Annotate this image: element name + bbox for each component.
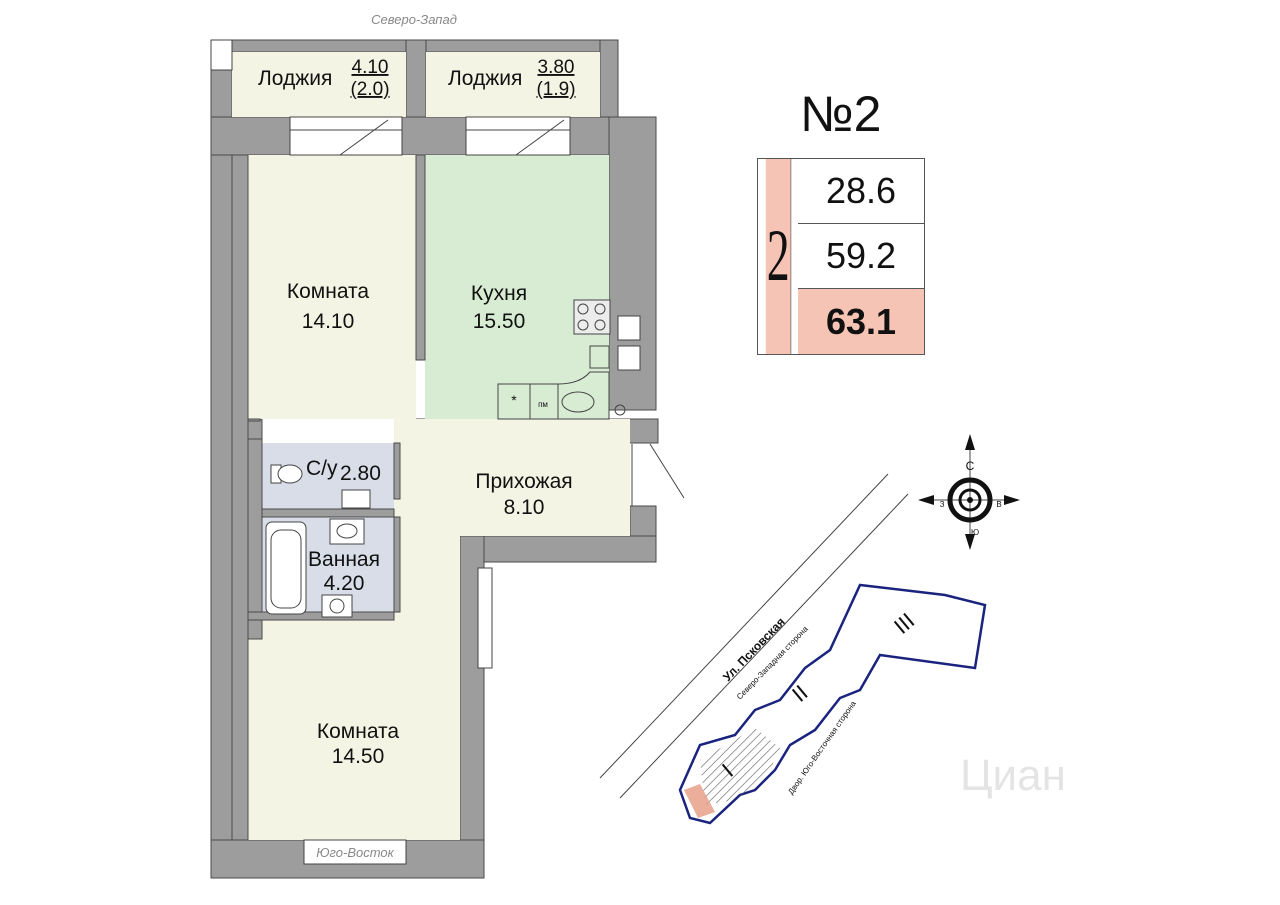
site-street: Ул. Псковская — [720, 615, 788, 684]
fridge-label: * — [511, 392, 517, 408]
total-area: 59.2 — [798, 224, 924, 289]
compass-east: В — [996, 500, 1001, 509]
partitions — [231, 154, 426, 841]
bathroom-name: Ванная — [308, 548, 380, 571]
loggia-right-name: Лоджия — [448, 67, 522, 90]
compass-south: Ю — [971, 528, 979, 537]
hall-area: 8.10 — [504, 496, 545, 519]
kitchen-fixtures — [497, 299, 641, 420]
kitchen-floor — [425, 155, 609, 419]
compass-icon — [918, 434, 1020, 550]
loggia-left-floor — [232, 52, 406, 117]
compass-north: С — [966, 459, 975, 473]
loggia-left-reduced: (2.0) — [350, 79, 389, 100]
windows — [210, 39, 571, 865]
watermark: Циан — [960, 751, 1066, 800]
room-top-floor — [248, 155, 416, 419]
hall-name: Прихожая — [475, 470, 572, 493]
orientation-bottom: Юго-Восток — [316, 845, 394, 860]
kitchen-area: 15.50 — [473, 310, 526, 333]
bathroom-area: 4.20 — [324, 572, 365, 595]
room-count: 2 — [765, 159, 792, 354]
dishwasher-label: пм — [538, 400, 548, 409]
room-floors — [232, 52, 630, 840]
room-top-area: 14.10 — [302, 310, 355, 333]
kitchen-name: Кухня — [471, 282, 527, 305]
living-area: 28.6 — [798, 159, 924, 224]
hall-floor — [394, 419, 630, 536]
total-area-with-loggias: 63.1 — [798, 289, 924, 354]
loggia-right-area: 3.80 — [538, 57, 575, 78]
wc-name: С/у — [306, 457, 338, 480]
entry-door — [631, 443, 685, 506]
orientation-top: Северо-Запад — [371, 12, 457, 27]
loggia-right-floor — [426, 52, 600, 117]
apartment-number: №2 — [800, 86, 882, 142]
room-bottom-floor — [248, 620, 460, 840]
area-table: 2 28.6 59.2 63.1 — [757, 158, 925, 355]
loggia-right-reduced: (1.9) — [536, 79, 575, 100]
compass-west: З — [940, 500, 945, 509]
site-plan — [599, 473, 987, 825]
room-bottom-area: 14.50 — [332, 745, 385, 768]
wc-area: 2.80 — [340, 462, 381, 485]
loggia-left-area: 4.10 — [352, 57, 389, 78]
room-top-name: Комната — [287, 280, 370, 303]
room-bottom-name: Комната — [317, 720, 400, 743]
loggia-left-name: Лоджия — [258, 67, 332, 90]
bath-fixtures — [265, 464, 371, 618]
